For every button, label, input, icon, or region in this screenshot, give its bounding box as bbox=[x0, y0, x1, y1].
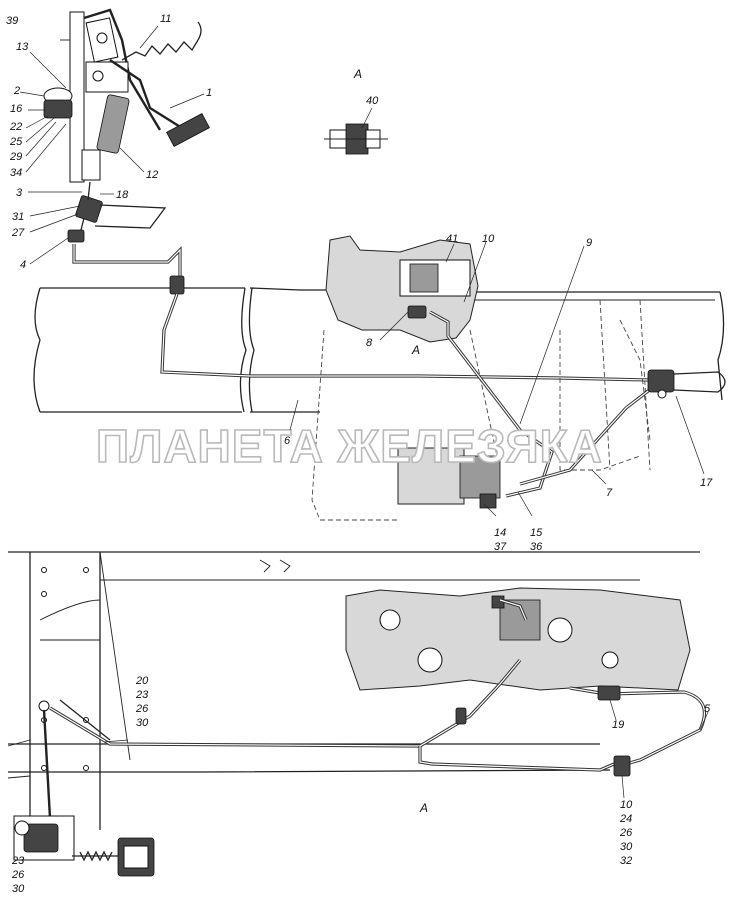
lower-gearbox bbox=[345, 587, 691, 691]
callout-9: 9 bbox=[586, 237, 592, 249]
callout-1: 1 bbox=[206, 87, 212, 99]
view-a-mark-upper: А bbox=[411, 343, 420, 357]
group-bottom-left-1: 23 bbox=[11, 855, 25, 867]
view-a-title: А bbox=[353, 67, 362, 81]
callout-16: 16 bbox=[10, 103, 23, 115]
leader-lines bbox=[19, 25, 709, 799]
group-mid-2: 23 bbox=[135, 689, 149, 701]
lower-pedal-assembly bbox=[13, 699, 155, 877]
upper-right-unit bbox=[647, 369, 726, 399]
callout-11: 11 bbox=[160, 13, 171, 25]
group-right-2: 24 bbox=[619, 813, 632, 825]
callout-27: 27 bbox=[11, 227, 25, 239]
callout-41: 41 bbox=[446, 233, 458, 245]
group-right-5: 32 bbox=[620, 855, 632, 867]
callout-4: 4 bbox=[20, 259, 26, 271]
callout-36: 36 bbox=[530, 541, 543, 553]
watermark-text: ПЛАНЕТА ЖЕЛЕЗЯКА bbox=[96, 420, 603, 472]
group-right-1: 10 bbox=[620, 799, 633, 811]
group-mid-3: 26 bbox=[135, 703, 149, 715]
callout-6: 6 bbox=[284, 435, 291, 447]
callout-40: 40 bbox=[366, 95, 379, 107]
callout-19: 19 bbox=[612, 719, 624, 731]
detail-view-a bbox=[324, 123, 388, 155]
lower-pipes bbox=[49, 658, 706, 777]
group-mid-4: 30 bbox=[136, 717, 149, 729]
group-bottom-left-2: 26 bbox=[11, 869, 25, 881]
callout-22: 22 bbox=[9, 121, 22, 133]
group-right-4: 30 bbox=[620, 841, 633, 853]
callout-15: 15 bbox=[530, 527, 543, 539]
callout-5: 5 bbox=[704, 703, 711, 715]
upper-pedal-assembly bbox=[43, 8, 210, 243]
callout-39: 39 bbox=[6, 15, 18, 27]
group-mid-1: 20 bbox=[135, 675, 149, 687]
callout-34: 34 bbox=[10, 167, 22, 179]
callout-3: 3 bbox=[16, 187, 23, 199]
callout-labels: 39 13 2 16 22 25 29 34 3 31 27 4 11 1 12… bbox=[6, 13, 713, 895]
callout-12: 12 bbox=[146, 169, 158, 181]
callout-10-top: 10 bbox=[482, 233, 495, 245]
upper-gearbox bbox=[311, 235, 653, 521]
callout-37: 37 bbox=[494, 541, 507, 553]
view-a-mark-lower: А bbox=[419, 801, 428, 815]
group-bottom-left-3: 30 bbox=[12, 883, 25, 895]
callout-14: 14 bbox=[494, 527, 506, 539]
callout-18: 18 bbox=[116, 189, 129, 201]
callout-29: 29 bbox=[9, 151, 22, 163]
callout-17: 17 bbox=[700, 477, 713, 489]
callout-31: 31 bbox=[12, 211, 24, 223]
callout-7: 7 bbox=[606, 487, 613, 499]
callout-2: 2 bbox=[13, 85, 20, 97]
callout-13: 13 bbox=[16, 41, 29, 53]
upper-frame bbox=[33, 287, 725, 471]
callout-25: 25 bbox=[9, 136, 23, 148]
callout-8: 8 bbox=[366, 337, 373, 349]
group-right-3: 26 bbox=[619, 827, 633, 839]
